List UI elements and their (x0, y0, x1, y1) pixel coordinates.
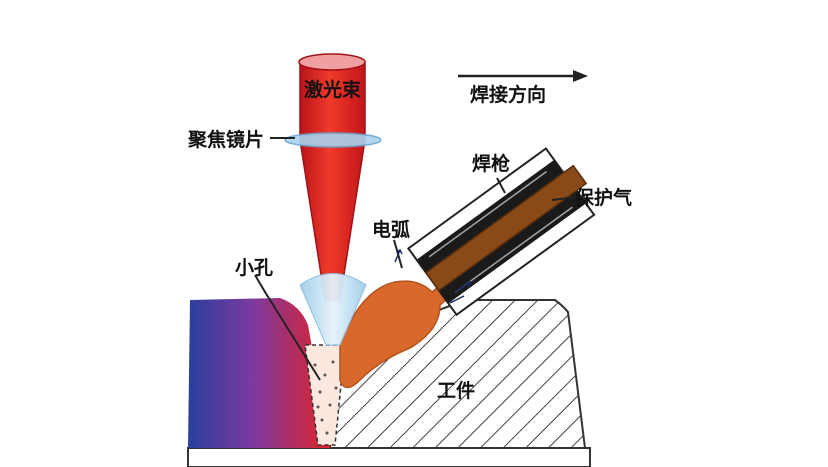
arc-label: 电弧 (372, 218, 410, 241)
molten-metal-left (188, 298, 330, 448)
keyhole-label: 小孔 (235, 257, 273, 279)
keyhole-particles (313, 360, 338, 435)
welding-torch (406, 147, 596, 317)
arc-plume (339, 268, 472, 389)
torch-label: 焊枪 (472, 152, 510, 175)
focus-lens-label: 聚焦镜片 (187, 128, 264, 151)
workpiece-base (187, 447, 591, 467)
keyhole (304, 344, 346, 446)
workpiece-label: 工件 (437, 379, 475, 402)
leader-lines (254, 137, 586, 381)
focus-lens (284, 132, 382, 148)
shield-gas-label: 保护气 (574, 186, 632, 209)
arrow-right-icon (458, 70, 588, 82)
watermark-shadow: 头条 @金属板材成形网 (600, 426, 786, 447)
laser-beam-top (298, 53, 366, 71)
laser-beam-label: 激光束 (304, 78, 362, 101)
welding-direction-label: 焊接方向 (470, 83, 546, 106)
watermark: 头条 @金属板材成形网 (598, 424, 784, 445)
laser-focus-cone (299, 273, 367, 346)
